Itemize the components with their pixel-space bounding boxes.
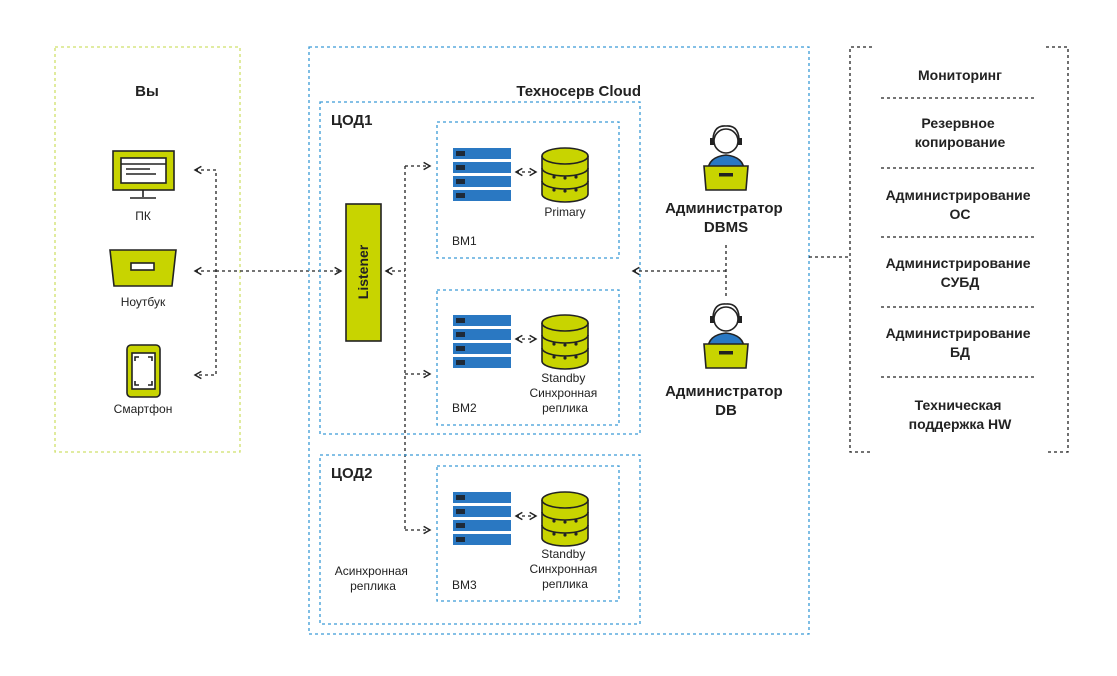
vm3-db-label: Standby Синхронная реплика bbox=[529, 547, 600, 591]
vm3-server-icon bbox=[453, 492, 511, 545]
dc2-title: ЦОД2 bbox=[331, 465, 372, 482]
vm2-server-icon bbox=[453, 315, 511, 368]
admin-dbms-label: Администратор DBMS bbox=[665, 200, 787, 236]
smartphone-label: Смартфон bbox=[114, 402, 173, 416]
listener-label: Listener bbox=[355, 244, 371, 299]
vm3-label: ВМ3 bbox=[452, 578, 477, 592]
pc-label: ПК bbox=[135, 209, 151, 223]
service-hw-support: Техническая поддержка HW bbox=[909, 397, 1012, 432]
dc1-box bbox=[319, 101, 641, 435]
service-os-admin: Администрирование ОС bbox=[886, 187, 1035, 222]
service-monitoring: Мониторинг bbox=[918, 67, 1002, 83]
laptop-icon bbox=[109, 249, 177, 287]
dc2-async-note: Асинхронная реплика bbox=[335, 564, 411, 593]
cloud-panel bbox=[308, 46, 810, 635]
vm2-db-label: Standby Синхронная реплика bbox=[529, 371, 600, 415]
admin-dbms-icon bbox=[703, 125, 749, 191]
listener-box bbox=[345, 203, 382, 342]
vm2-database-icon bbox=[541, 314, 589, 370]
service-dbms-admin: Администрирование СУБД bbox=[886, 255, 1035, 290]
laptop-label: Ноутбук bbox=[121, 295, 166, 309]
vm1-box bbox=[436, 121, 620, 259]
vm1-db-label: Primary bbox=[544, 205, 585, 219]
admin-db-icon bbox=[703, 303, 749, 369]
smartphone-icon bbox=[126, 344, 161, 398]
cloud-title: Техносерв Cloud bbox=[516, 83, 641, 100]
vm1-server-icon bbox=[453, 148, 511, 201]
vm1-label: ВМ1 bbox=[452, 234, 477, 248]
dc2-box bbox=[319, 454, 641, 625]
listener-bracket bbox=[384, 161, 432, 535]
vm2-label: ВМ2 bbox=[452, 401, 477, 415]
service-backup: Резервное копирование bbox=[915, 115, 1006, 150]
vm3-box bbox=[436, 465, 620, 602]
you-panel bbox=[54, 46, 241, 453]
vm2-box bbox=[436, 289, 620, 426]
services-panel bbox=[849, 46, 1069, 453]
vm1-database-icon bbox=[541, 147, 589, 203]
monitor-icon bbox=[112, 150, 175, 199]
vm3-database-icon bbox=[541, 491, 589, 547]
dc1-title: ЦОД1 bbox=[331, 112, 372, 129]
devices-bracket bbox=[193, 165, 217, 380]
you-title: Вы bbox=[135, 83, 159, 100]
service-db-admin: Администрирование БД bbox=[886, 325, 1035, 360]
services-dividers bbox=[881, 97, 1035, 378]
admins-to-listener-arrow bbox=[631, 245, 848, 298]
admin-db-label: Администратор DB bbox=[665, 383, 787, 419]
